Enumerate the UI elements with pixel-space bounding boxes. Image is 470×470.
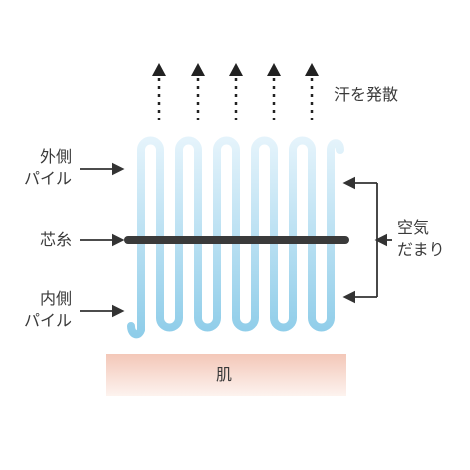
skin-layer: [106, 354, 346, 396]
sweat-arrows: [152, 63, 319, 120]
air-pocket-label-line1: 空気: [397, 218, 430, 237]
inner-pile-label-line1: 内側: [39, 289, 72, 308]
air-pocket-label-line2: だまり: [397, 240, 445, 259]
outer-pile-label-line2: パイル: [23, 169, 72, 188]
sweat-arrow-4: [267, 63, 281, 120]
outer-pile-label-line1: 外側: [39, 147, 72, 166]
inner-pile-label-line2: パイル: [23, 311, 72, 330]
air-pocket-label: 空気 だまり: [397, 217, 445, 261]
air-pocket-bracket: [342, 176, 392, 304]
sweat-arrow-5: [305, 63, 319, 120]
sweat-dispersal-label: 汗を発散: [334, 85, 399, 104]
skin-label: 肌: [216, 365, 233, 384]
sweat-arrow-3: [229, 63, 243, 120]
outer-pile-label: 外側 パイル: [24, 146, 72, 190]
core-yarn-label: 芯糸: [39, 230, 72, 249]
sweat-arrow-1: [152, 63, 166, 120]
pile-yarn: [127, 136, 344, 339]
inner-pile-label: 内側 パイル: [24, 288, 72, 332]
sweat-arrow-2: [191, 63, 205, 120]
